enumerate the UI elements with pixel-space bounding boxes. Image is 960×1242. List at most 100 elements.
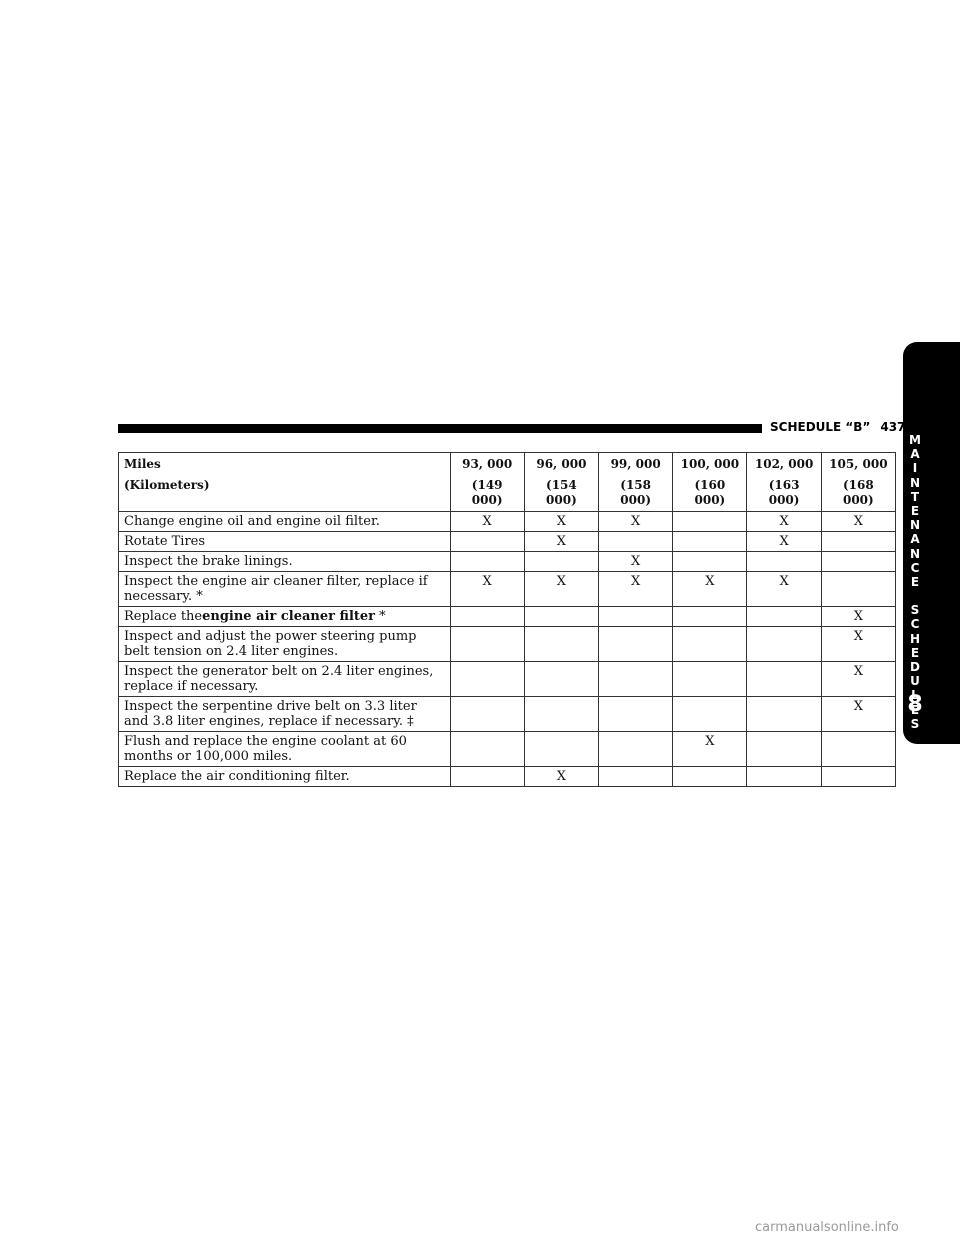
- interval-kilometers: (168 000): [842, 478, 874, 507]
- task-text: Inspect the engine air cleaner filter, r…: [124, 574, 428, 604]
- interval-mark-cell: [449, 551, 525, 572]
- interval-kilometers: (158 000): [620, 478, 651, 507]
- chapter-number: 8: [907, 692, 923, 717]
- interval-mark-cell: [672, 531, 748, 552]
- interval-miles: 105, 000: [829, 457, 888, 471]
- table-row: Inspect the generator belt on 2.4 liter …: [118, 661, 897, 697]
- task-cell: Replace the air conditioning filter.: [118, 766, 451, 787]
- interval-mark-cell: [449, 626, 525, 662]
- interval-mark-cell: [523, 696, 600, 732]
- side-tab-letter: C: [910, 617, 920, 632]
- interval-kilometers: (160 000): [694, 478, 726, 507]
- interval-mark-cell: [746, 606, 822, 627]
- interval-mark-cell: [672, 766, 748, 787]
- table-header-row: Miles (Kilometers) 93, 000 (149 000) 96, 0…: [118, 452, 897, 512]
- interval-mark-cell: [820, 766, 897, 787]
- interval-kilometers: (149 000): [471, 478, 503, 507]
- task-cell: Flush and replace the engine coolant at …: [118, 731, 451, 767]
- watermark: carmanualsonline.info: [755, 1220, 899, 1235]
- table-row: Inspect the engine air cleaner filter, r…: [118, 571, 897, 607]
- table-row: Change engine oil and engine oil filter.…: [118, 511, 897, 532]
- interval-mark-cell: [449, 531, 525, 552]
- interval-mark-cell: [598, 606, 674, 627]
- interval-miles: 93, 000: [462, 457, 513, 471]
- task-text: Inspect the generator belt on 2.4 liter …: [124, 664, 434, 694]
- task-text: Replace the: [124, 609, 203, 624]
- side-tab-letter: E: [910, 504, 920, 519]
- interval-mark-cell: [746, 551, 822, 572]
- interval-mark-cell: [598, 626, 674, 662]
- interval-miles: 99, 000: [610, 457, 661, 471]
- interval-mark-cell: [746, 626, 822, 662]
- interval-mark-cell: [598, 731, 674, 767]
- interval-mark-cell: [672, 606, 748, 627]
- side-tab-gap: [903, 589, 927, 603]
- interval-mark-cell: [820, 731, 897, 767]
- header-interval-cell: 99, 000 (158 000): [598, 452, 674, 512]
- interval-miles: 96, 000: [536, 457, 587, 471]
- interval-mark-cell: X: [523, 571, 600, 607]
- interval-mark-cell: [820, 571, 897, 607]
- interval-mark-cell: [820, 551, 897, 572]
- interval-mark-cell: [523, 731, 600, 767]
- interval-mark-cell: X: [449, 511, 525, 532]
- running-header: SCHEDULE “B”437: [770, 420, 905, 434]
- task-cell: Change engine oil and engine oil filter.: [118, 511, 451, 532]
- interval-mark-cell: [449, 731, 525, 767]
- side-tab-letter: E: [910, 575, 920, 590]
- table-body: Change engine oil and engine oil filter.…: [118, 511, 897, 787]
- header-interval-cell: 105, 000 (168 000): [820, 452, 897, 512]
- interval-mark-cell: [523, 661, 600, 697]
- interval-mark-cell: X: [598, 511, 674, 532]
- table-row: Inspect the serpentine drive belt on 3.3…: [118, 696, 897, 732]
- interval-miles: 102, 000: [754, 457, 814, 471]
- header-rule: [118, 424, 762, 433]
- side-tab-letter: U: [910, 674, 920, 689]
- page-number: 437: [880, 420, 906, 434]
- task-text: Replace the air conditioning filter.: [124, 769, 350, 784]
- interval-mark-cell: X: [746, 571, 822, 607]
- interval-mark-cell: [746, 661, 822, 697]
- side-tab-letter: N: [909, 475, 921, 490]
- interval-mark-cell: X: [746, 531, 822, 552]
- side-tab-letter: H: [909, 631, 921, 646]
- task-text: Change engine oil and engine oil filter.: [124, 514, 380, 529]
- header-label-cell: Miles (Kilometers): [118, 452, 451, 512]
- interval-mark-cell: X: [820, 511, 897, 532]
- interval-mark-cell: [672, 551, 748, 572]
- side-tab-letter: M: [909, 433, 921, 447]
- task-text: Inspect and adjust the power steering pu…: [124, 629, 417, 659]
- interval-mark-cell: [449, 766, 525, 787]
- interval-mark-cell: X: [820, 626, 897, 662]
- task-cell: Rotate Tires: [118, 531, 451, 552]
- interval-mark-cell: [449, 696, 525, 732]
- side-tab-letter: N: [909, 518, 921, 533]
- interval-mark-cell: X: [672, 731, 748, 767]
- task-cell: Inspect the serpentine drive belt on 3.3…: [118, 696, 451, 732]
- interval-mark-cell: X: [820, 696, 897, 732]
- task-text: Inspect the serpentine drive belt on 3.3…: [124, 699, 417, 729]
- side-tab-letter: S: [910, 716, 920, 731]
- interval-mark-cell: [598, 766, 674, 787]
- task-text: Flush and replace the engine coolant at …: [124, 734, 407, 764]
- table-row: Inspect and adjust the power steering pu…: [118, 626, 897, 662]
- maintenance-schedule-table: Miles (Kilometers) 93, 000 (149 000) 96, 0…: [118, 452, 897, 787]
- side-tab-letter: C: [910, 560, 920, 575]
- interval-mark-cell: [672, 626, 748, 662]
- table-row: Rotate Tires X X: [118, 531, 897, 552]
- interval-mark-cell: [598, 696, 674, 732]
- table-row: Inspect the brake linings.X: [118, 551, 897, 572]
- interval-mark-cell: X: [523, 766, 600, 787]
- interval-mark-cell: [672, 661, 748, 697]
- side-tab-letter: E: [910, 702, 920, 717]
- task-text-bold: engine air cleaner filter: [202, 609, 376, 624]
- side-tab-letter: L: [911, 688, 919, 703]
- task-cell: Inspect the generator belt on 2.4 liter …: [118, 661, 451, 697]
- interval-mark-cell: [746, 731, 822, 767]
- header-kilometers-label: (Kilometers): [124, 478, 210, 492]
- interval-mark-cell: X: [523, 531, 600, 552]
- interval-mark-cell: [598, 661, 674, 697]
- interval-mark-cell: [449, 606, 525, 627]
- interval-miles: 100, 000: [680, 457, 740, 471]
